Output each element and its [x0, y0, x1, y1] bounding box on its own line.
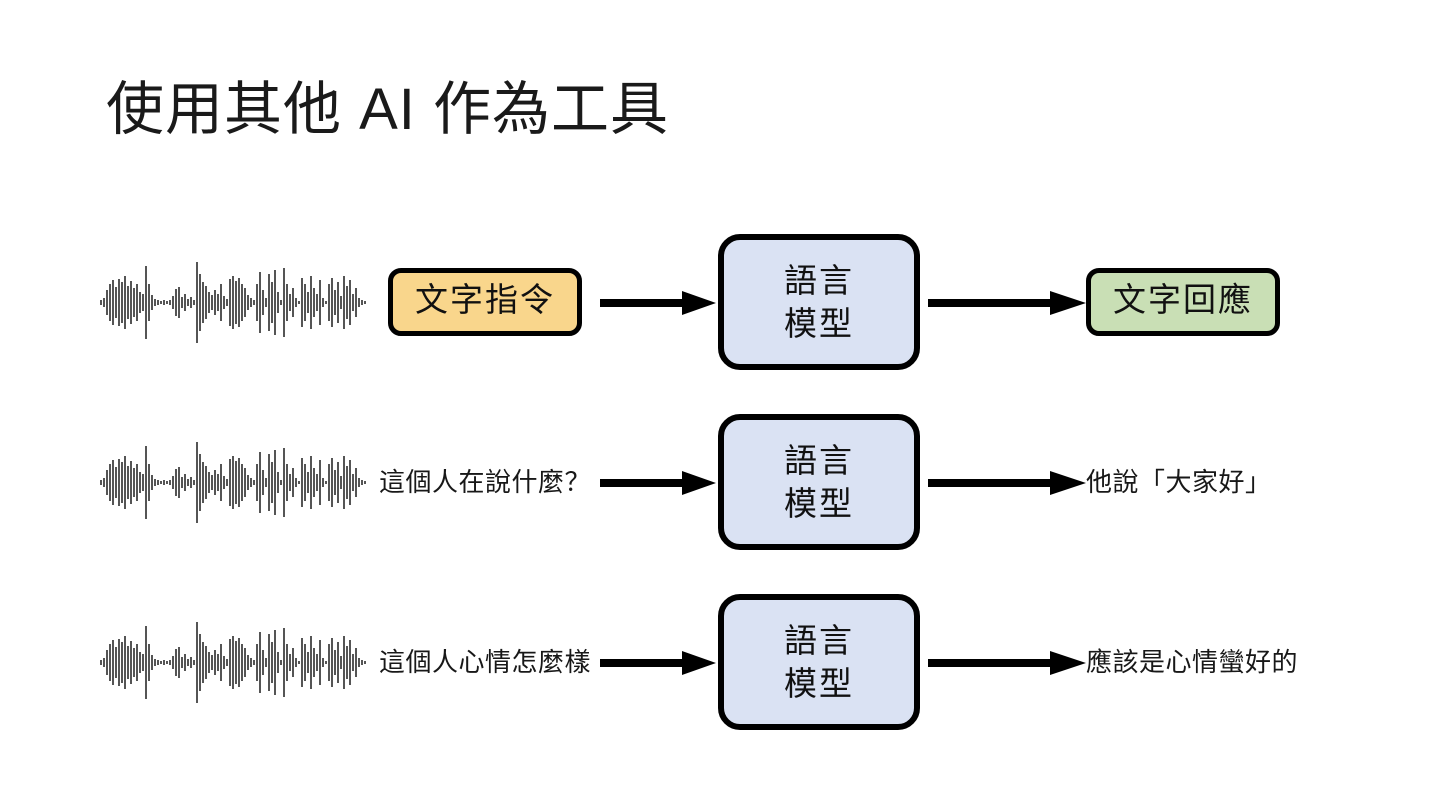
language-model-label-line1: 語言 [784, 442, 854, 479]
language-model-label-line2: 模型 [784, 305, 854, 342]
language-model-box[interactable]: 語言 模型 [718, 234, 920, 370]
arrow-model-to-output-icon [928, 288, 1086, 318]
speech-waveform-icon [98, 614, 370, 710]
arrow-model-to-output-icon [928, 468, 1086, 498]
arrow-prompt-to-model-icon [600, 648, 716, 678]
language-model-box[interactable]: 語言 模型 [718, 414, 920, 550]
output-cell: 應該是心情蠻好的 [1086, 582, 1386, 742]
pipeline-row: 這個人在說什麼？ 語言 模型 他說「大家好」 [0, 402, 1440, 562]
prompt-cell: 這個人在說什麼？ [372, 402, 598, 562]
arrow-prompt-to-model-icon [600, 468, 716, 498]
language-model-label-line1: 語言 [784, 262, 854, 299]
output-answer-text: 應該是心情蠻好的 [1086, 647, 1299, 677]
arrow-prompt-to-model-icon [600, 288, 716, 318]
prompt-question-text: 這個人心情怎麼樣 [378, 647, 591, 677]
language-model-box[interactable]: 語言 模型 [718, 594, 920, 730]
output-cell: 他說「大家好」 [1086, 402, 1386, 562]
page-title: 使用其他 AI 作為工具 [106, 77, 670, 142]
output-answer-text: 他說「大家好」 [1086, 467, 1272, 497]
text-response-box[interactable]: 文字回應 [1086, 268, 1280, 336]
speech-waveform-icon [98, 254, 370, 350]
text-instruction-box[interactable]: 文字指令 [388, 268, 582, 336]
arrow-model-to-output-icon [928, 648, 1086, 678]
output-cell: 文字回應 [1086, 222, 1386, 382]
language-model-label-line2: 模型 [784, 665, 854, 702]
language-model-label-line2: 模型 [784, 485, 854, 522]
language-model-label-line1: 語言 [784, 622, 854, 659]
prompt-cell: 文字指令 [372, 222, 598, 382]
speech-waveform-icon [98, 434, 370, 530]
prompt-cell: 這個人心情怎麼樣 [372, 582, 598, 742]
pipeline-row: 文字指令 語言 模型 文字回應 [0, 222, 1440, 382]
prompt-question-text: 這個人在說什麼？ [378, 467, 591, 497]
pipeline-row: 這個人心情怎麼樣 語言 模型 應該是心情蠻好的 [0, 582, 1440, 742]
